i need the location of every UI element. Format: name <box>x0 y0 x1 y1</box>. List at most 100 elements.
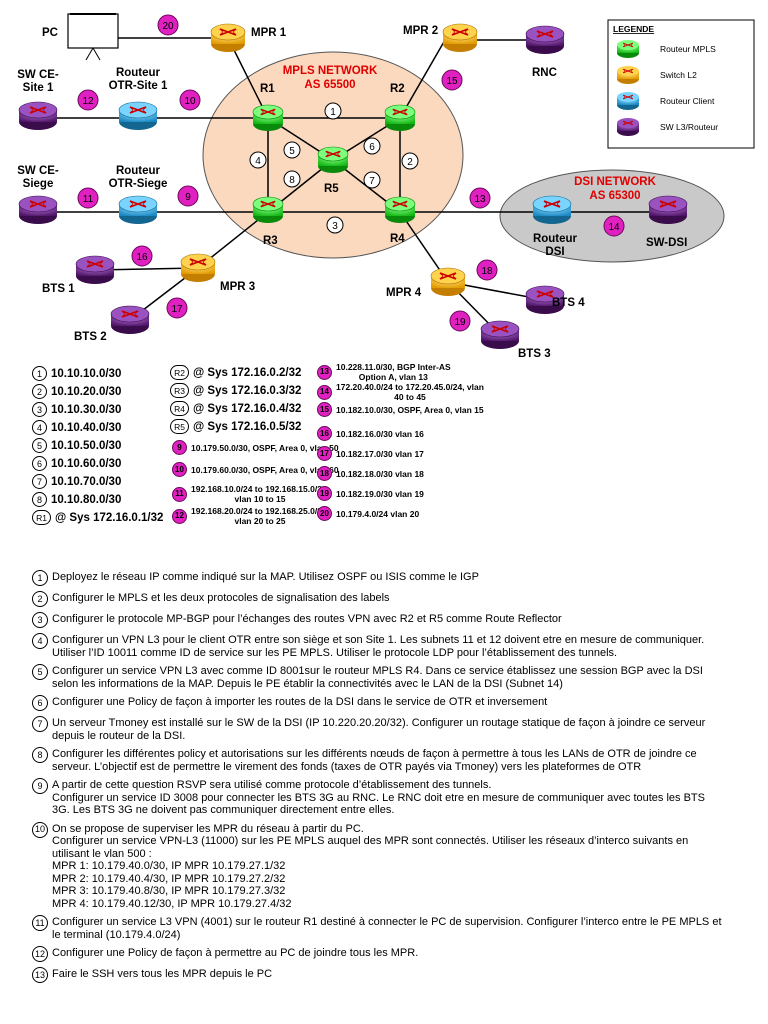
subnet-text: @ Sys 172.16.0.2/32 <box>193 366 302 379</box>
subnet-number: 7 <box>32 474 47 489</box>
node-labels: PC MPR 1 MPR 2 RNC R1 R2 R3 R4 R5 BTS 1 … <box>42 25 687 360</box>
task-text: Un serveur Tmoney est installé sur le SW… <box>52 717 706 742</box>
subnet-text: 10.182.19.0/30 vlan 19 <box>336 488 424 499</box>
task-number: 7 <box>32 716 48 732</box>
subnet-number: 5 <box>32 438 47 453</box>
subnet-text: 172.20.40.0/24 to 172.20.45.0/24, vlan 4… <box>336 382 484 402</box>
vlan-badges: 9 10 11 12 13 14 15 16 17 18 19 20 <box>77 14 625 332</box>
subnet-number: 1 <box>32 366 47 381</box>
subnet-text: 192.168.20.0/24 to 192.168.25.0/24, vlan… <box>191 506 330 526</box>
task-item: 3 Configurer le protocole MP-BGP pour l’é… <box>32 612 722 628</box>
subnet-number: R2 <box>170 365 189 380</box>
label-sw-ce-site1-l1: SW CE- <box>17 69 59 81</box>
mpls-network-title: MPLS NETWORK <box>283 65 378 77</box>
badge-11: 11 <box>83 194 94 205</box>
label-rnc: RNC <box>532 67 557 79</box>
legend-icon-swl3 <box>617 118 639 136</box>
task-text: Configurer une Policy de façon à permett… <box>52 947 419 959</box>
vlan-badge: 11 <box>172 486 187 502</box>
label-mpr3: MPR 3 <box>220 281 255 293</box>
link-1: 1 <box>330 107 336 118</box>
label-bts3: BTS 3 <box>518 348 551 360</box>
legend-label-mpls: Routeur MPLS <box>660 44 716 54</box>
subnet-number: 3 <box>32 402 47 417</box>
link-number-circles: 1 2 3 4 5 6 7 8 <box>249 102 419 234</box>
legend-label-swl3: SW L3/Routeur <box>660 122 718 132</box>
badge-13: 13 <box>474 194 486 205</box>
vlan-badge: 17 <box>317 446 332 461</box>
badge-10: 10 <box>184 96 196 107</box>
legend-title: LEGENDE <box>613 24 654 34</box>
badge-15: 15 <box>446 76 458 87</box>
subnet-row: 7 10.10.70.0/30 <box>32 474 121 489</box>
subnet-text: 10.10.40.0/30 <box>51 421 122 434</box>
task-number: 3 <box>32 612 48 628</box>
label-r3: R3 <box>263 235 278 247</box>
task-text: Configurer un service L3 VPN (4001) sur … <box>52 916 722 941</box>
task-text: A partir de cette question RSVP sera uti… <box>52 779 705 816</box>
vlan-badge: 10 <box>172 462 187 477</box>
legend-icon-client <box>617 92 639 110</box>
subnet-number: 6 <box>32 456 47 471</box>
label-bts4: BTS 4 <box>552 297 585 309</box>
dsi-network-title: DSI NETWORK <box>574 176 656 188</box>
task-number: 4 <box>32 633 48 649</box>
legend: LEGENDE Routeur MPLS Switch L2 Routeur C… <box>607 19 755 149</box>
task-number: 2 <box>32 591 48 607</box>
task-text: On se propose de superviser les MPR du r… <box>52 822 689 910</box>
label-pc: PC <box>42 27 58 39</box>
subnet-text: 10.182.10.0/30, OSPF, Area 0, vlan 15 <box>336 404 484 415</box>
link-5: 5 <box>289 146 295 157</box>
label-mpr1: MPR 1 <box>251 27 287 39</box>
vlan-badge: 16 <box>317 426 332 441</box>
dsi-network-as: AS 65300 <box>589 190 640 202</box>
badge-20: 20 <box>162 21 174 32</box>
subnet-row: R5@ Sys 172.16.0.5/32 <box>170 419 301 434</box>
task-text: Configurer le protocole MP-BGP pour l’éc… <box>52 613 562 625</box>
pc-icon <box>67 13 119 61</box>
subnet-row: R4@ Sys 172.16.0.4/32 <box>170 401 301 416</box>
label-r1: R1 <box>260 83 275 95</box>
vlan-badge: 19 <box>317 486 332 501</box>
task-item: 6 Configurer une Policy de façon à import… <box>32 695 722 711</box>
subnet-text: 10.10.70.0/30 <box>51 475 122 488</box>
subnet-number: R4 <box>170 401 189 416</box>
badge-12: 12 <box>82 96 94 107</box>
task-number: 10 <box>32 821 48 838</box>
label-sw-ce-site1: SW CE-Site 1 <box>17 69 59 94</box>
legend-label-switch: Switch L2 <box>660 70 697 80</box>
network-diagram: MPLS NETWORK AS 65500 DSI NETWORK AS 653… <box>17 13 755 360</box>
vlan-badge: 18 <box>317 466 332 481</box>
task-number: 1 <box>32 570 48 586</box>
badge-18: 18 <box>481 266 493 277</box>
subnet-text: 10.182.17.0/30 vlan 17 <box>336 448 424 459</box>
badge-9: 9 <box>185 192 191 203</box>
task-number: 6 <box>32 695 48 711</box>
task-text: Configurer une Policy de façon à importe… <box>52 696 548 708</box>
vlan-badge: 14 <box>317 384 332 400</box>
task-number: 9 <box>32 778 48 794</box>
